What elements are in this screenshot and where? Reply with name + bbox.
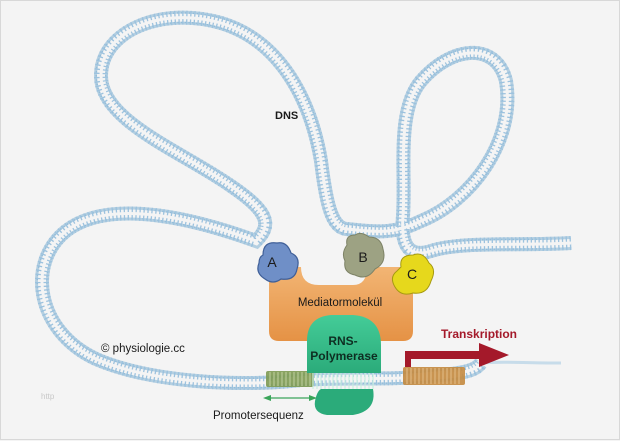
mediator-molecule (269, 267, 413, 341)
dna-label: DNS (275, 110, 298, 122)
polymerase-label-line2: Polymerase (310, 349, 378, 363)
promoter-segment-rungs (269, 372, 311, 386)
protein-a-label: A (267, 254, 277, 270)
protein-b-label: B (358, 249, 367, 265)
promoter-double-arrow (263, 395, 317, 401)
protein-b (342, 232, 385, 278)
dna-strand (35, 10, 572, 391)
polymerase-dna-rungs (312, 373, 374, 389)
protein-a (257, 242, 299, 283)
polymerase-label-line1: RNS- (328, 334, 357, 348)
watermark-label: http (41, 392, 55, 401)
transcribed-segment-rungs (406, 368, 460, 384)
dna-rung-gap (40, 16, 572, 385)
copyright-label: © physiologie.cc (101, 343, 185, 355)
rna-polymerase (307, 315, 381, 415)
mediator-label: Mediatormolekül (298, 297, 382, 309)
promoter-label: Promotersequenz (213, 410, 304, 422)
protein-c (391, 253, 435, 295)
transcription-arrow (405, 343, 509, 367)
transcription-label: Transkription (441, 327, 517, 341)
protein-c-label: C (407, 266, 417, 282)
dna-tail (480, 360, 562, 365)
transcribed-segment (403, 367, 465, 385)
